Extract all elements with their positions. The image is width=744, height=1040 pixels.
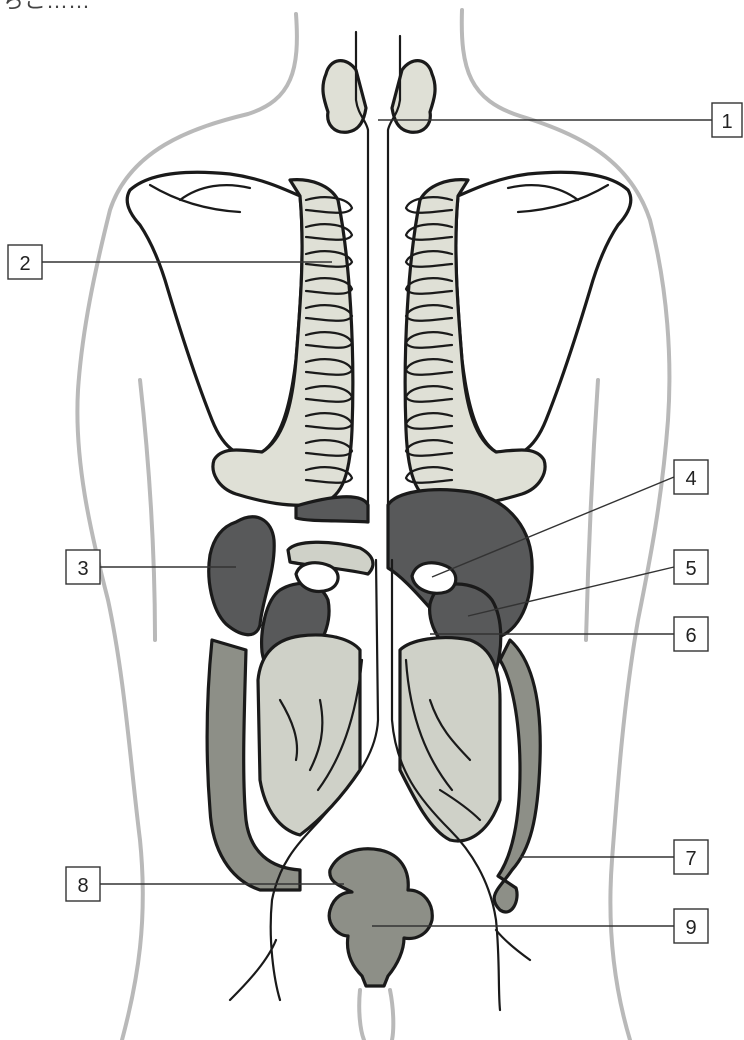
label-4-text: 4 — [685, 468, 696, 490]
label-5-text: 5 — [685, 558, 696, 580]
label-6: 6 — [674, 617, 708, 651]
scapulae — [127, 172, 631, 455]
label-7-text: 7 — [685, 848, 696, 870]
label-8-text: 8 — [77, 875, 88, 897]
label-6-text: 6 — [685, 625, 696, 647]
thyroid — [323, 61, 435, 133]
label-7: 7 — [674, 840, 708, 874]
label-2: 2 — [8, 245, 42, 279]
leader-lines — [42, 120, 712, 926]
label-1-text: 1 — [721, 111, 732, 133]
label-3-text: 3 — [77, 558, 88, 580]
bladder-uterus — [329, 849, 432, 986]
label-4: 4 — [674, 460, 708, 494]
corner-text: ちこ…… — [2, 0, 90, 13]
label-5: 5 — [674, 550, 708, 584]
label-9: 9 — [674, 909, 708, 943]
label-1: 1 — [712, 103, 742, 137]
label-2-text: 2 — [19, 253, 30, 275]
label-3: 3 — [66, 550, 100, 584]
label-8: 8 — [66, 867, 100, 901]
label-9-text: 9 — [685, 917, 696, 939]
